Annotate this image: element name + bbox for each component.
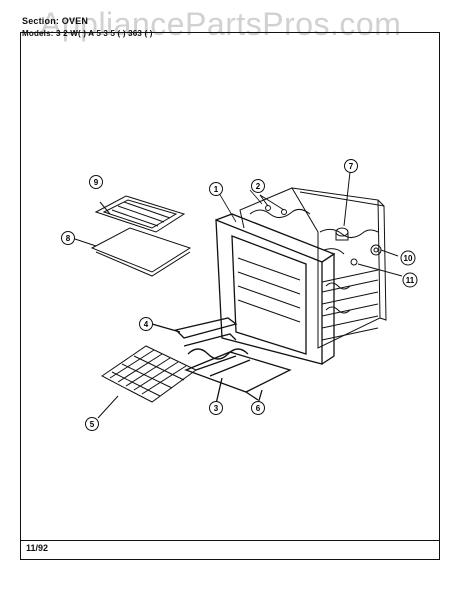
callout-4: 4 [139,317,153,331]
diagram-frame [20,32,440,560]
svg-text:8: 8 [66,234,71,243]
callout-8: 8 [61,231,75,245]
broiler-pan-insert [94,195,186,233]
oven-rack [97,345,197,419]
section-title: Section: OVEN [22,16,89,26]
callout-5: 5 [85,417,99,431]
oven-cavity [239,187,387,349]
callout-11: 11 [402,272,418,288]
callout-2: 2 [251,179,265,193]
callout-6: 6 [251,401,265,415]
broiler-pan [71,227,192,277]
revision-date: 11/92 [26,543,49,553]
models-line: Models: 3 2 W( ) A 5 3 5 ( ) 363 ( ) [22,29,153,38]
svg-text:11: 11 [406,276,415,285]
svg-text:9: 9 [94,178,99,187]
screws [259,194,287,215]
callout-7: 7 [344,159,358,173]
callout-3: 3 [209,401,223,415]
svg-text:6: 6 [256,404,261,413]
callout-labels: 1 2 3 4 5 6 7 8 [61,159,418,431]
front-frame [215,213,336,365]
svg-text:3: 3 [214,404,219,413]
svg-text:10: 10 [404,254,413,263]
watermark: AppliancePartsPros.com [40,6,402,42]
bake-element [151,317,249,360]
svg-text:5: 5 [90,420,95,429]
footer-divider [21,540,439,541]
rack-supports [237,257,301,323]
broil-element [184,351,292,405]
svg-text:4: 4 [144,320,149,329]
leader-lines [218,189,263,223]
side-fittings [350,244,403,277]
svg-text:7: 7 [349,162,354,171]
svg-text:2: 2 [256,182,261,191]
sensor-bulb [335,171,351,241]
callout-1: 1 [209,182,223,196]
callout-10: 10 [400,250,416,266]
callout-9: 9 [89,175,103,189]
svg-text:1: 1 [214,185,219,194]
